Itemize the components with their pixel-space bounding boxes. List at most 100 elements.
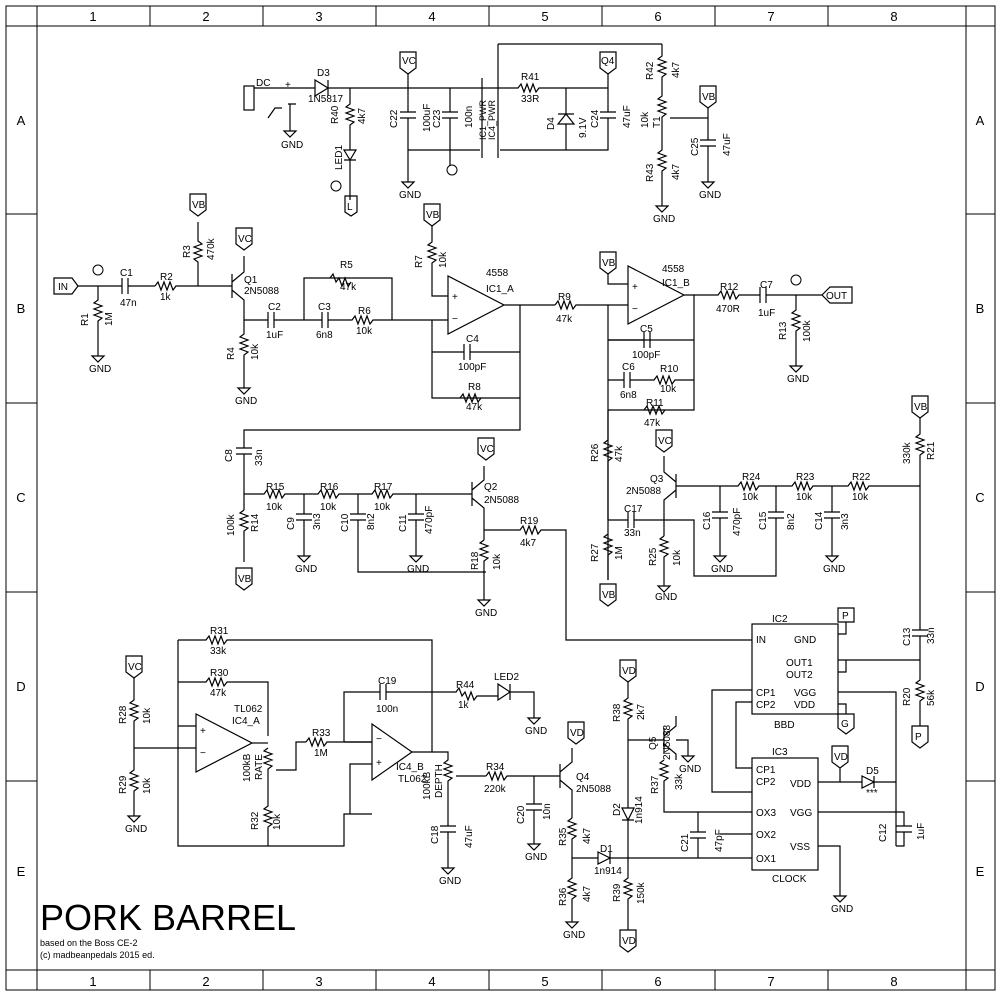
r25-value: 10k [672, 549, 683, 566]
ic2-pin: CP2 [756, 700, 776, 711]
gnd-label: GND [89, 364, 111, 375]
ic3-pin: OX3 [756, 808, 776, 819]
q2-value: 2N5088 [484, 495, 519, 506]
opamp-plus: + [452, 292, 458, 303]
depth-value: 100kB [422, 771, 433, 800]
vb-tag [699, 85, 717, 109]
r40-value: 4k7 [357, 107, 368, 124]
r28-value: 10k [142, 707, 153, 724]
ic3-pin: VDD [790, 779, 811, 790]
vc-label: VC [480, 444, 494, 455]
t1-ref: T1 [652, 116, 663, 128]
ic3-pin: CP2 [756, 777, 776, 788]
r41-ref: R41 [521, 72, 540, 83]
vc-label: VC [238, 234, 252, 245]
col-label-bottom: 4 [428, 974, 435, 989]
col-label: 6 [654, 9, 661, 24]
r2-value: 1k [160, 292, 172, 303]
col-label: 4 [428, 9, 435, 24]
r19-value: 4k7 [520, 538, 537, 549]
c15-value: 8n2 [786, 513, 797, 530]
ic2-name: BBD [774, 720, 795, 731]
vb-label: VB [602, 590, 616, 601]
col-label-bottom: 1 [89, 974, 96, 989]
r26-value: 47k [614, 445, 625, 462]
col-label-bottom: 2 [202, 974, 209, 989]
p-tag [837, 607, 855, 623]
out-label: OUT [826, 291, 847, 302]
ic3-pin: VGG [790, 808, 812, 819]
q1-value: 2N5088 [244, 286, 279, 297]
p-label: P [915, 732, 922, 743]
c12-value: 1uF [916, 823, 927, 840]
gnd-symbol [789, 359, 803, 373]
c24-value: 47uF [622, 105, 633, 128]
out-port[interactable] [821, 286, 853, 304]
c9-value: 3n3 [312, 513, 323, 530]
led2-ref: LED2 [494, 672, 519, 683]
r32-value: 10k [272, 813, 283, 830]
gnd-symbol [657, 579, 671, 593]
page-title: PORK BARREL [40, 897, 296, 938]
ic3-pin: CP1 [756, 765, 776, 776]
in-port[interactable] [53, 277, 79, 295]
r28-ref: R28 [118, 705, 129, 724]
r16-value: 10k [320, 502, 337, 513]
gnd-symbol [91, 349, 105, 363]
r5-value: 47k [340, 282, 357, 293]
vb-tag [235, 567, 253, 591]
r36-value: 4k7 [582, 885, 593, 902]
g-label: G [841, 719, 849, 730]
resistor-r42-t1-r43 [656, 44, 668, 200]
r35-ref: R35 [558, 827, 569, 846]
gnd-label: GND [563, 930, 585, 941]
opamp-minus: − [376, 734, 382, 745]
depth-pot[interactable] [432, 751, 454, 814]
c13-ref: C13 [902, 627, 913, 646]
vb-label: VB [914, 402, 928, 413]
rate-pot[interactable] [262, 747, 274, 846]
ic2-pin: IN [756, 635, 766, 646]
r17-value: 10k [374, 502, 391, 513]
r21-value: 330k [902, 441, 913, 464]
vc-label: VC [658, 436, 672, 447]
d2-ref: D2 [612, 803, 623, 816]
input-buffer-section: IN R1 1M GND C1 47n R2 1k R3 470k VB Q1 … [53, 193, 853, 580]
r43-ref: R43 [645, 163, 656, 182]
r4-value: 10k [250, 343, 261, 360]
r5-ref: R5 [340, 260, 353, 271]
r20-ref: R20 [902, 687, 913, 706]
r19-ref: R19 [520, 516, 539, 527]
ic3-name: CLOCK [772, 874, 807, 885]
gnd-label: GND [787, 374, 809, 385]
c2-value: 1uF [266, 330, 283, 341]
c15-ref: C15 [758, 511, 769, 530]
c6-ref: C6 [622, 362, 635, 373]
vd-label: VD [570, 728, 584, 739]
r1-ref: R1 [80, 313, 91, 326]
resistor-r5 [329, 272, 352, 288]
r32-ref: R32 [250, 811, 261, 830]
gnd-label: GND [281, 140, 303, 151]
c14-ref: C14 [814, 511, 825, 530]
testpoint [446, 164, 458, 176]
col-label: 2 [202, 9, 209, 24]
power-supply-section: DC + GND D3 1N5817 VC R40 4k7 LED1 L C22… [243, 43, 733, 225]
r31-ref: R31 [210, 626, 229, 637]
r29-value: 10k [142, 777, 153, 794]
rate-value: 100kB [242, 753, 253, 782]
gnd-symbol [409, 549, 423, 563]
row-label-right: B [976, 301, 985, 316]
r4-ref: R4 [226, 347, 237, 360]
vc-tag [125, 655, 143, 679]
col-label: 5 [541, 9, 548, 24]
c21-value: 47pF [714, 829, 725, 852]
d1-value: 1n914 [594, 866, 622, 877]
vb-tag [911, 395, 929, 419]
ic3-pin: VSS [790, 842, 810, 853]
vd-label: Q4 [601, 56, 615, 67]
q1-ref: Q1 [244, 275, 258, 286]
gnd-label: GND [711, 564, 733, 575]
c4-ref: C4 [466, 334, 479, 345]
gnd-label: GND [655, 592, 677, 603]
